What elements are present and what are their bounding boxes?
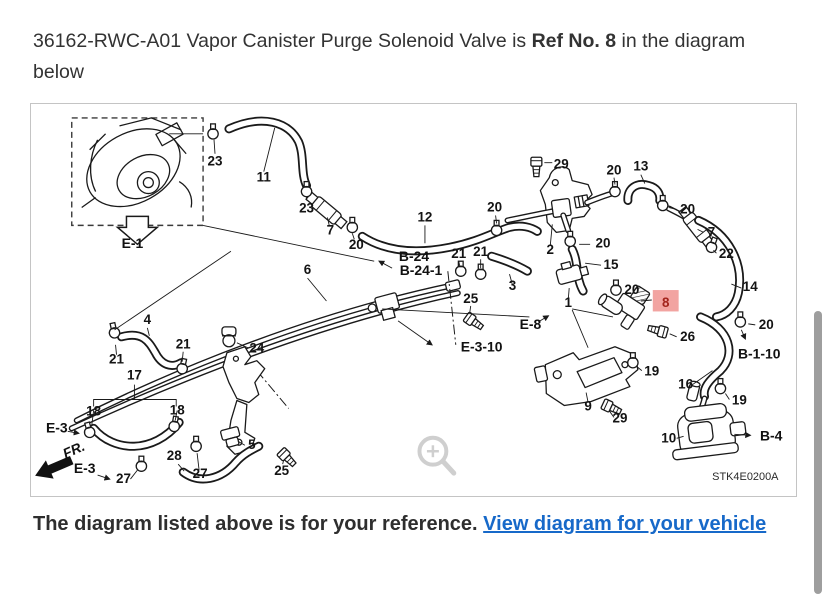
ref-no-bold: Ref No. 8 (531, 30, 617, 52)
part-ref-number: 2 (547, 242, 554, 257)
part-ref-number: 20 (624, 282, 639, 297)
part-ref-number: 26 (680, 329, 695, 344)
part-ref-number: 12 (417, 209, 432, 224)
highlighted-ref-number: 8 (662, 295, 670, 310)
connector-ref-label: B-1-10 (738, 346, 781, 362)
part-ref-number: 6 (304, 262, 311, 277)
leader-lines (91, 127, 756, 480)
part-ref-number: 18 (86, 403, 101, 418)
hose-16 (695, 312, 734, 419)
part-ref-number: 21 (473, 244, 488, 259)
bolt-29a (530, 156, 543, 178)
bracket-assembly (220, 326, 266, 455)
part-ref-number: 20 (680, 201, 695, 216)
bolt-25a (462, 311, 486, 333)
part-ref-number: 21 (451, 246, 466, 261)
bracket-9 (533, 346, 639, 407)
hose-12 (357, 221, 542, 256)
diagram-code: STK4E0200A (712, 471, 779, 483)
part-ref-number: 27 (193, 466, 208, 481)
part-ref-number: 20 (596, 235, 611, 250)
connector-ref-label: E-8 (520, 316, 542, 332)
diagram-artwork (35, 116, 756, 484)
part-ref-number: 25 (274, 463, 289, 478)
hose-14 (694, 215, 744, 322)
connector-ref-label: E-3 (74, 460, 96, 476)
diagram-svg: 2311237201220292013207222201514212125316… (35, 116, 783, 486)
hose-11 (224, 116, 312, 191)
pipe-bundle (68, 279, 461, 432)
part-ref-number: 18 (170, 402, 185, 417)
part-ref-number: 20 (487, 199, 502, 214)
fr-arrow (35, 456, 74, 479)
connector-ref-label: B-4 (760, 427, 783, 443)
part-ref-number: 21 (176, 337, 191, 352)
purge-solenoid-valve-8 (597, 285, 651, 330)
throttle-body (71, 117, 204, 246)
part-ref-number: 9 (584, 398, 591, 413)
connector-ref-label: FR. (60, 438, 87, 462)
connector-ref-label: E-3-10 (461, 339, 503, 355)
part-ref-number: 24 (249, 341, 264, 356)
scrollbar-thumb[interactable] (814, 311, 822, 594)
part-ref-number: 13 (633, 159, 648, 174)
hose-3 (487, 251, 532, 276)
valve-1 (555, 260, 590, 285)
part-ref-number: 20 (759, 317, 774, 332)
part-ref-number: 11 (257, 170, 272, 185)
part-ref-number: 3 (509, 278, 516, 293)
part-ref-number: 10 (661, 430, 676, 445)
page-title: 36162-RWC-A01 Vapor Canister Purge Solen… (33, 26, 775, 88)
hose-4 (117, 330, 186, 370)
highlighted-ref-box (652, 290, 679, 312)
part-ref-number: 7 (327, 222, 334, 237)
part-ref-number: 5 (248, 437, 256, 452)
part-ref-number: 17 (127, 368, 142, 383)
part-ref-number: 7 (708, 224, 715, 239)
part-ref-number: 27 (116, 471, 131, 486)
connector-ref-label: B-24 (399, 248, 429, 264)
part-ref-number: 23 (208, 154, 223, 169)
connector-ref-label: E-3 (46, 419, 68, 435)
footer-note: The diagram listed above is for your ref… (33, 508, 785, 541)
part-ref-number: 25 (463, 291, 478, 306)
connector-ref-label: B-24-1 (400, 262, 443, 278)
joint-pipe-2 (504, 166, 615, 234)
hose-17 (89, 417, 184, 451)
part-ref-number: 19 (732, 392, 747, 407)
part-ref-number: 15 (604, 257, 619, 272)
clip-24 (221, 326, 237, 348)
part-ref-number: 28 (167, 448, 182, 463)
connector-ref-label: E-1 (122, 235, 144, 251)
part-ref-number: 22 (719, 246, 734, 261)
part-ref-number: 29 (554, 157, 569, 172)
centerline (256, 271, 457, 409)
footer-text: The diagram listed above is for your ref… (33, 513, 484, 535)
canister-10 (672, 380, 747, 461)
part-ref-number: 20 (607, 163, 622, 178)
title-suffix: in the diagram below (33, 30, 746, 83)
part-ref-number: 1 (564, 295, 572, 310)
bolt-26 (646, 322, 670, 339)
sensor-5 (220, 426, 241, 448)
part-number-text: 36162-RWC-A01 Vapor Canister Purge Solen… (33, 30, 532, 52)
part-ref-number: 19 (644, 364, 659, 379)
part-ref-number: 23 (299, 200, 314, 215)
view-diagram-link[interactable]: View diagram for your vehicle (483, 513, 767, 535)
part-ref-number: 14 (743, 279, 758, 294)
part-ref-number: 20 (349, 237, 364, 252)
part-ref-number: 29 (612, 410, 627, 425)
zoom-magnifier-icon[interactable] (417, 435, 457, 476)
part-ref-number: 16 (678, 377, 693, 392)
reference-arrows (67, 260, 752, 481)
part-ref-number: 21 (109, 352, 124, 367)
hose-28 (178, 441, 264, 484)
part-ref-number: 4 (144, 312, 152, 327)
e1-arrow (115, 215, 160, 246)
